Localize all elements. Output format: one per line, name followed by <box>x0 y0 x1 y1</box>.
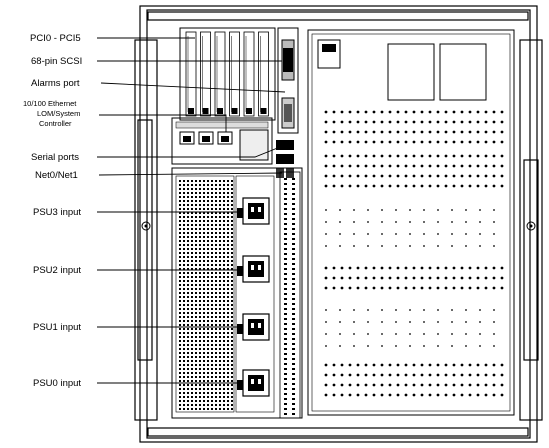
serial-port-b <box>276 154 294 164</box>
label-serial: Serial ports <box>31 152 79 163</box>
label-psu0: PSU0 input <box>33 378 81 389</box>
leader-line-alarms <box>100 82 286 93</box>
leader-line-net <box>98 172 283 176</box>
label-psu1: PSU1 input <box>33 322 81 333</box>
chassis-frame <box>134 5 543 443</box>
system-door-panel <box>307 29 515 416</box>
rail-screw-left <box>141 221 151 231</box>
serial-port-a <box>276 140 294 150</box>
label-psu2: PSU2 input <box>33 265 81 276</box>
system-controller-ports <box>171 117 294 178</box>
label-net: Net0/Net1 <box>35 170 78 181</box>
label-alarms: Alarms port <box>31 78 80 89</box>
label-psu3: PSU3 input <box>33 207 81 218</box>
label-pci: PCI0 - PCI5 <box>30 33 81 44</box>
rail-screw-right <box>526 221 536 231</box>
label-ethernet-line3: Controller <box>39 119 72 128</box>
psu1-inlet <box>237 313 270 341</box>
psu3-inlet <box>237 197 270 225</box>
door-ventilation-holes <box>324 110 504 397</box>
callout-labels: PCI0 - PCI5 68-pin SCSI Alarms port 10/1… <box>23 33 82 389</box>
ethernet-port-3 <box>217 131 233 145</box>
leader-lines <box>97 37 286 384</box>
ethernet-port-2 <box>198 131 214 145</box>
psu-bay <box>171 167 303 419</box>
pci-slots <box>179 27 276 121</box>
label-scsi: 68-pin SCSI <box>31 56 82 67</box>
scsi-connector-column <box>277 27 299 134</box>
label-ethernet-line1: 10/100 Ethernet <box>23 99 77 108</box>
ethernet-port-1 <box>179 131 195 145</box>
pci-slot <box>258 31 269 117</box>
label-ethernet-line2: LOM/System <box>37 109 80 118</box>
pci-slot <box>200 31 211 117</box>
leader-line-serial <box>97 146 281 158</box>
net-port-1 <box>286 168 294 178</box>
leader-line-ethernet <box>99 114 227 132</box>
pci-slot <box>214 31 226 117</box>
pci-slot <box>229 31 240 117</box>
pci-slot <box>243 31 255 117</box>
pci-slot <box>185 31 197 117</box>
psu2-inlet <box>237 255 270 283</box>
